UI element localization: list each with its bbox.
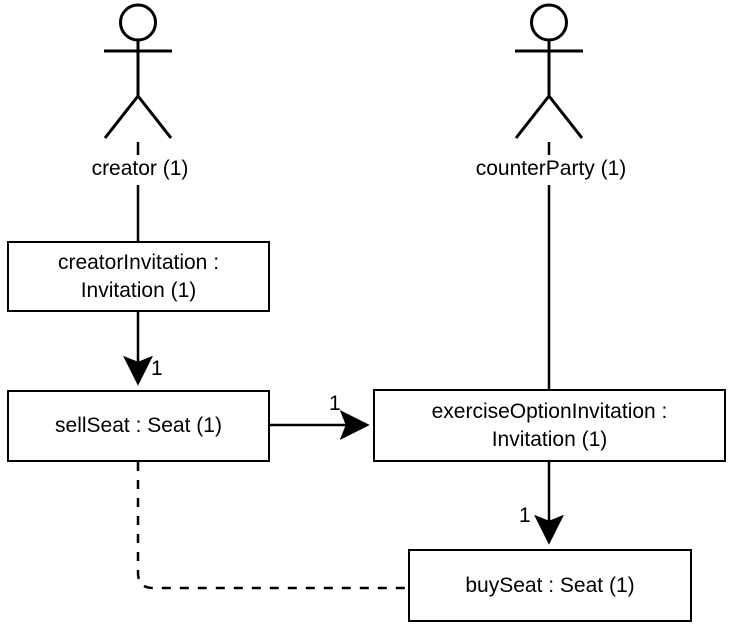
actor-stick-figure-icon-counterparty xyxy=(514,3,584,139)
edge-sellseat-to-buyseat-dashed xyxy=(136,462,408,590)
object-node-creatorinvitation[interactable]: creatorInvitation : Invitation (1) xyxy=(7,241,270,312)
object-node-label: sellSeat : Seat (1) xyxy=(55,414,222,437)
object-node-label: buySeat : Seat (1) xyxy=(465,573,635,597)
object-node-sellseat[interactable]: sellSeat : Seat (1) xyxy=(7,390,270,462)
actor-label-creator: creator (1) xyxy=(40,157,240,181)
object-node-exerciseoptioninvitation[interactable]: exerciseOptionInvitation : Invitation (1… xyxy=(373,389,726,462)
actor-stick-figure-icon-creator xyxy=(103,3,173,139)
actor-label-counterparty: counterParty (1) xyxy=(438,157,664,181)
edge-multiplicity-label-creatorinvitation-sellseat: 1 xyxy=(151,357,163,380)
edge-multiplicity-label-exerciseoptioninvitation-buyseat: 1 xyxy=(519,504,531,527)
object-node-label: creatorInvitation : Invitation (1) xyxy=(57,250,220,302)
object-node-buyseat[interactable]: buySeat : Seat (1) xyxy=(408,549,692,622)
edge-multiplicity-label-sellseat-exerciseoptioninvitation: 1 xyxy=(329,392,341,415)
object-node-label: exerciseOptionInvitation : Invitation (1… xyxy=(431,399,668,451)
